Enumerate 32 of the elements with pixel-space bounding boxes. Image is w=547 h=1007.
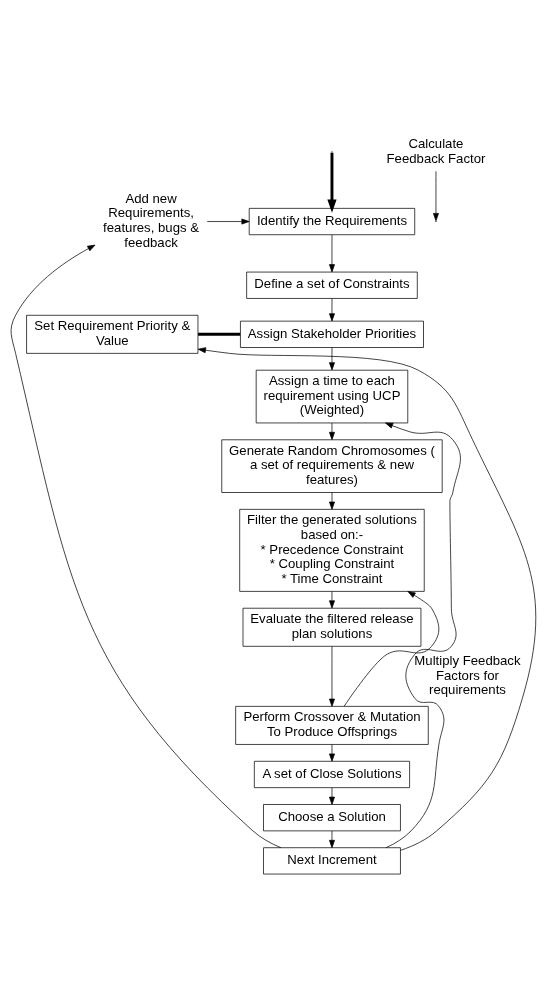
- arrow: [433, 170, 439, 222]
- arrow: [329, 830, 335, 848]
- node-box: Set Requirement Priority & Value: [26, 314, 199, 354]
- node-box: Choose a Solution: [263, 804, 401, 832]
- arrow: [329, 787, 335, 805]
- arrow: [329, 492, 335, 510]
- arrow: [206, 218, 250, 225]
- arrow: [329, 591, 335, 609]
- arrow: [327, 152, 337, 213]
- edge-label: Multiply Feedback Factors for requirements: [414, 652, 521, 698]
- arrow: [385, 422, 461, 849]
- node-box: Evaluate the filtered release plan solutions: [242, 607, 422, 647]
- arrow: [329, 298, 335, 322]
- arrow: [197, 347, 536, 851]
- arrow: [329, 744, 335, 762]
- node-box: Filter the generated solutions based on:- * Precedence Constraint * Coupling Constraint * Time Constraint: [239, 509, 425, 592]
- node-box: Identify the Requirements: [248, 208, 416, 236]
- node-box: Perform Crossover & Mutation To Produce Offsprings: [235, 706, 429, 745]
- node-box: A set of Close Solutions: [253, 760, 410, 788]
- connector: [198, 332, 241, 336]
- arrow: [329, 234, 335, 273]
- arrow: [329, 646, 335, 707]
- node-box: Next Increment: [263, 847, 401, 875]
- node-box: Generate Random Chromosomes ( a set of requirements & new features): [221, 439, 443, 493]
- node-box: Assign Stakeholder Priorities: [240, 320, 424, 348]
- node-text: Add new Requirements, features, bugs & feedback: [103, 190, 200, 250]
- node-box: Assign a time to each requirement using UCP (Weighted): [255, 369, 409, 424]
- arrow: [329, 422, 335, 440]
- node-box: Define a set of Constraints: [246, 271, 418, 299]
- node-text: Calculate Feedback Factor: [386, 135, 486, 166]
- arrow: [343, 591, 440, 707]
- arrow: [329, 347, 335, 371]
